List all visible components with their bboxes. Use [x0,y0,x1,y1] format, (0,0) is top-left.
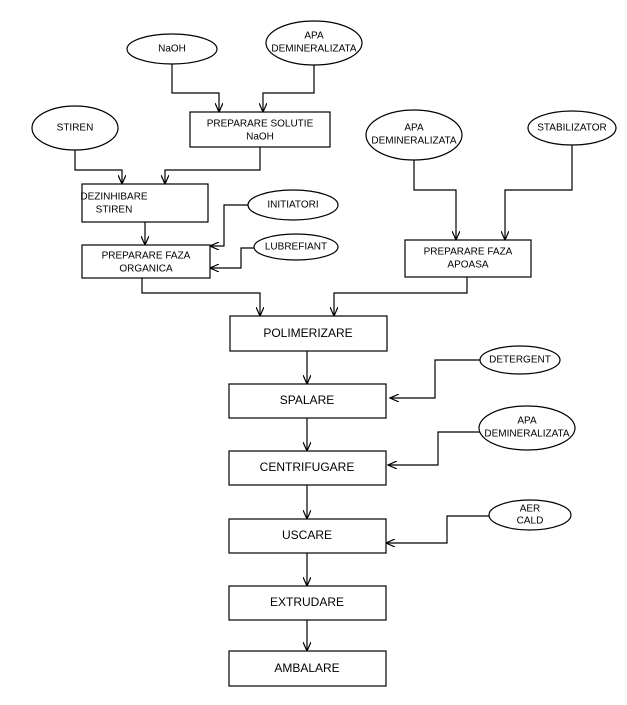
input-stabilizator: STABILIZATOR [527,110,617,146]
box-ambalare: AMBALARE [228,650,387,687]
centrifugare-label: CENTRIFUGARE [260,460,355,474]
input-aer-line2: CALD [517,516,544,527]
input-naoh-label: NaOH [158,44,186,55]
input-detergent-label: DETERGENT [489,355,551,366]
arrow-apoasa-to-polimerizare [334,277,468,316]
arrow-naoh-to-prep [171,64,219,112]
prep-naoh-line1: PREPARARE SOLUTIE [207,119,314,130]
dezinhibare-line2: STIREN [96,205,133,216]
box-preparare-solutie-naoh: PREPARARE SOLUTIE NaOH [189,111,331,148]
dezinhibare-line1: DEZINHIBARE [80,192,148,203]
box-preparare-faza-apoasa: PREPARARE FAZA APOASA [404,239,532,278]
input-stabilizator-label: STABILIZATOR [537,123,606,134]
arrow-lubrefiant-to-organica [210,247,254,268]
input-apa-demineralizata-2: APA DEMINERALIZATA [365,109,463,161]
arrow-apa1-to-prep [263,64,315,112]
input-lubrefiant-label: LUBREFIANT [265,242,327,253]
input-apa2-line1: APA [404,123,424,134]
connectors [74,64,573,651]
input-initiatori-label: INITIATORI [267,200,318,211]
arrow-organica-to-polimerizare [141,278,260,316]
spalare-label: SPALARE [280,393,334,407]
apoasa-line1: PREPARARE FAZA [424,247,513,258]
uscare-label: USCARE [282,528,332,542]
input-apa-demineralizata-1: APA DEMINERALIZATA [265,20,363,66]
input-detergent: DETERGENT [479,345,561,375]
input-apa3-line2: DEMINERALIZATA [484,429,570,440]
box-spalare: SPALARE [228,383,387,419]
box-extrudare: EXTRUDARE [228,585,387,621]
input-apa2-line2: DEMINERALIZATA [371,136,457,147]
organica-line1: PREPARARE FAZA [102,251,191,262]
input-apa3-line1: APA [517,416,537,427]
ambalare-label: AMBALARE [274,661,339,675]
arrow-aer-to-uscare [386,515,490,543]
input-lubrefiant: LUBREFIANT [253,233,339,261]
extrudare-label: EXTRUDARE [270,595,344,609]
input-stiren: STIREN [31,105,119,151]
box-centrifugare: CENTRIFUGARE [228,450,387,486]
arrow-apa3-to-centrifugare [388,431,480,465]
input-apa1-line2: DEMINERALIZATA [271,44,357,55]
box-dezinhibare-stiren: DEZINHIBARE STIREN [80,183,209,223]
arrow-stabilizator-to-apoasa [505,145,573,240]
apoasa-line2: APOASA [447,260,488,271]
input-aer-line1: AER [520,504,541,515]
arrow-stiren-to-dezinhibare [74,150,122,184]
organica-line2: ORGANICA [119,264,173,275]
box-polimerizare: POLIMERIZARE [229,315,388,352]
input-stiren-label: STIREN [57,123,94,134]
polimerizare-label: POLIMERIZARE [263,326,352,340]
input-initiatori: INITIATORI [247,189,339,221]
input-naoh: NaOH [126,33,218,65]
arrow-initiatori-to-organica [210,204,248,246]
input-apa1-line1: APA [304,31,324,42]
arrow-detergent-to-spalare [390,359,480,398]
input-apa-demineralizata-3: APA DEMINERALIZATA [478,405,576,451]
prep-naoh-line2: NaOH [246,132,274,143]
box-preparare-faza-organica: PREPARARE FAZA ORGANICA [81,244,211,279]
arrow-apa2-to-apoasa [413,160,456,240]
arrow-prep-to-dezinhibare [165,147,261,184]
input-aer-cald: AER CALD [488,499,572,531]
box-uscare: USCARE [228,518,387,554]
